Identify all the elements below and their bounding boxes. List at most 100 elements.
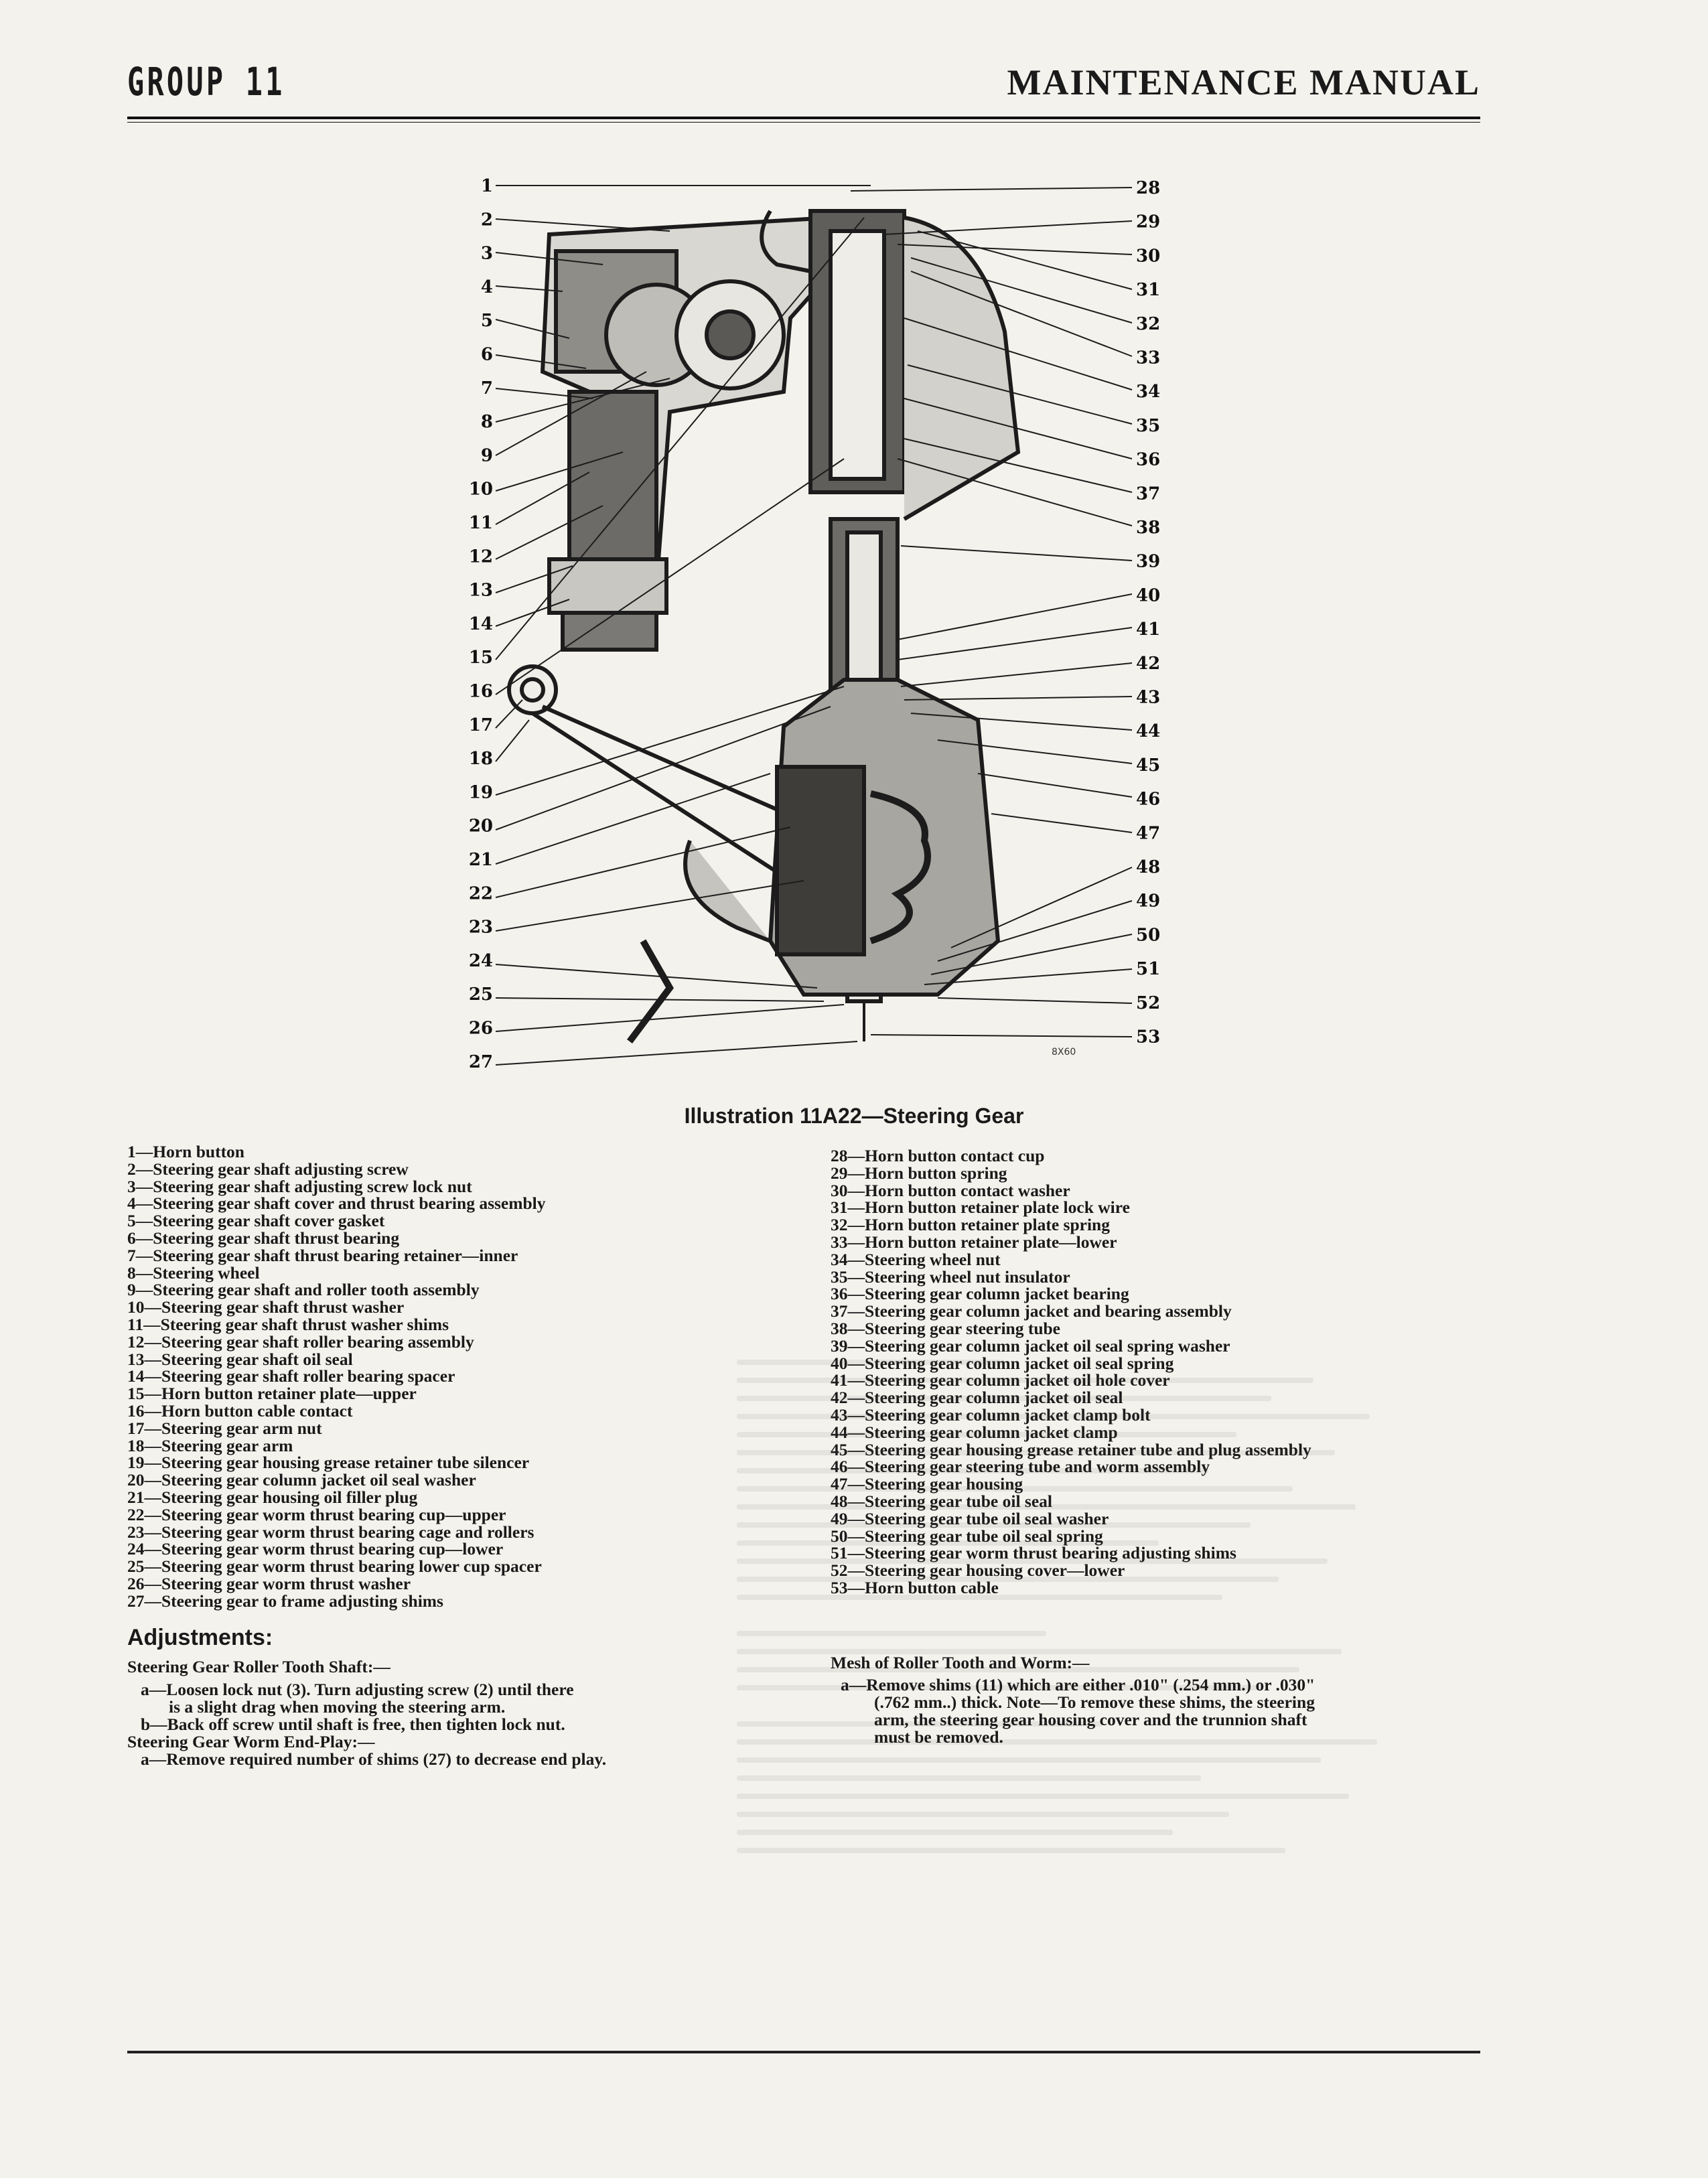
worm-step-a: a—Remove required number of shims (27) t… (141, 1749, 607, 1769)
part-item: 31—Horn button retainer plate lock wire (831, 1197, 1130, 1218)
part-item: 17—Steering gear arm nut (127, 1418, 322, 1438)
callout-number: 42 (1136, 654, 1160, 674)
callout-number: 30 (1136, 246, 1160, 266)
roller-tooth-subheading: Steering Gear Roller Tooth Shaft:— (127, 1657, 390, 1676)
callout-number: 16 (469, 682, 493, 702)
callout-number: 35 (1136, 416, 1160, 436)
part-item: 12—Steering gear shaft roller bearing as… (127, 1331, 474, 1352)
callout-number: 44 (1136, 721, 1160, 741)
part-item: 20—Steering gear column jacket oil seal … (127, 1470, 476, 1490)
footer-rule (127, 2051, 1480, 2053)
part-item: 23—Steering gear worm thrust bearing cag… (127, 1522, 535, 1542)
callout-number: 29 (1136, 212, 1160, 232)
callout-number: 14 (469, 614, 493, 634)
mesh-step-a-line3: arm, the steering gear housing cover and… (874, 1710, 1307, 1729)
callout-number: 27 (469, 1052, 493, 1072)
callout-number: 46 (1136, 790, 1160, 810)
callout-number: 7 (481, 378, 493, 398)
part-item: 25—Steering gear worm thrust bearing low… (127, 1556, 542, 1577)
part-item: 30—Horn button contact washer (831, 1180, 1070, 1200)
part-item: 49—Steering gear tube oil seal washer (831, 1508, 1109, 1528)
callout-number: 34 (1136, 382, 1160, 402)
callout-number: 45 (1136, 755, 1160, 776)
part-item: 39—Steering gear column jacket oil seal … (831, 1335, 1230, 1356)
part-item: 50—Steering gear tube oil seal spring (831, 1526, 1103, 1546)
mesh-step-a: a—Remove shims (11) which are either .01… (841, 1675, 1315, 1694)
callout-number: 37 (1136, 484, 1160, 504)
callout-number: 41 (1136, 620, 1160, 640)
part-item: 36—Steering gear column jacket bearing (831, 1284, 1129, 1304)
part-item: 11—Steering gear shaft thrust washer shi… (127, 1314, 449, 1334)
part-item: 16—Horn button cable contact (127, 1400, 353, 1421)
callout-number: 51 (1136, 959, 1160, 979)
part-item: 13—Steering gear shaft oil seal (127, 1349, 353, 1369)
part-item: 22—Steering gear worm thrust bearing cup… (127, 1504, 506, 1524)
callout-number: 3 (481, 244, 493, 264)
callout-number: 11 (469, 513, 493, 533)
figure-caption: Illustration 11A22—Steering Gear (684, 1104, 1024, 1128)
callout-number: 25 (469, 985, 493, 1005)
callout-number: 19 (469, 782, 493, 802)
header-rule (127, 117, 1480, 123)
part-item: 40—Steering gear column jacket oil seal … (831, 1353, 1174, 1373)
part-item: 1—Horn button (127, 1142, 244, 1161)
part-item: 34—Steering wheel nut (831, 1249, 1001, 1269)
part-item: 53—Horn button cable (831, 1577, 999, 1597)
callout-number: 6 (481, 345, 493, 365)
part-item: 48—Steering gear tube oil seal (831, 1491, 1052, 1511)
callout-number: 12 (469, 547, 493, 567)
callout-number: 21 (469, 850, 493, 870)
callout-number: 26 (469, 1019, 493, 1039)
header-group: GROUP 11 (127, 59, 285, 104)
part-item: 52—Steering gear housing cover—lower (831, 1560, 1125, 1581)
mesh-step-a-line4: must be removed. (874, 1727, 1003, 1747)
callout-number: 5 (481, 311, 493, 331)
callout-number: 18 (469, 749, 493, 769)
header-title: MAINTENANCE MANUAL (1007, 62, 1480, 102)
mesh-step-a-line2: (.762 mm..) thick. Note—To remove these … (874, 1692, 1315, 1712)
callout-number: 43 (1136, 688, 1160, 708)
part-item: 43—Steering gear column jacket clamp bol… (831, 1406, 1311, 1424)
callout-number: 17 (469, 715, 493, 735)
part-item: 4—Steering gear shaft cover and thrust b… (127, 1193, 546, 1214)
part-item: 7—Steering gear shaft thrust bearing ret… (127, 1245, 518, 1265)
figure-code: 8X60 (1052, 1047, 1076, 1058)
callout-number: 36 (1136, 450, 1160, 470)
part-item: 32—Horn button retainer plate spring (831, 1215, 1110, 1235)
roller-step-a-cont: is a slight drag when moving the steerin… (169, 1697, 506, 1717)
part-item: 37—Steering gear column jacket and beari… (831, 1301, 1232, 1321)
part-item: 19—Steering gear housing grease retainer… (127, 1453, 530, 1473)
callout-number: 40 (1136, 585, 1160, 605)
part-item: 38—Steering gear steering tube (831, 1318, 1061, 1338)
callout-number: 33 (1136, 348, 1160, 368)
part-item: 21—Steering gear housing oil filler plug (127, 1487, 418, 1507)
part-item: 26—Steering gear worm thrust washer (127, 1573, 411, 1593)
part-item: 45—Steering gear housing grease retainer… (831, 1441, 1311, 1459)
roller-step-a: a—Loosen lock nut (3). Turn adjusting sc… (141, 1680, 574, 1699)
part-item: 28—Horn button contact cup (831, 1146, 1045, 1165)
part-item: 42—Steering gear column jacket oil seal (831, 1389, 1311, 1406)
bleed-through-text (737, 1360, 1440, 1962)
part-item: 5—Steering gear shaft cover gasket (127, 1211, 385, 1231)
part-item: 41—Steering gear column jacket oil hole … (831, 1372, 1311, 1389)
steering-gear-illustration: 1234567891011121314151617181920212223242… (469, 176, 1160, 1072)
part-item: 27—Steering gear to frame adjusting shim… (127, 1591, 443, 1611)
roller-step-b: b—Back off screw until shaft is free, th… (141, 1715, 565, 1734)
part-item: 10—Steering gear shaft thrust washer (127, 1297, 405, 1317)
worm-endplay-subheading: Steering Gear Worm End-Play:— (127, 1732, 375, 1751)
part-item: 15—Horn button retainer plate—upper (127, 1384, 417, 1404)
adjustments-heading: Adjustments: (127, 1625, 273, 1650)
callout-number: 31 (1136, 280, 1160, 300)
part-item: 3—Steering gear shaft adjusting screw lo… (127, 1176, 472, 1196)
callout-number: 22 (469, 883, 493, 903)
part-item: 44—Steering gear column jacket clamp (831, 1423, 1311, 1441)
part-item: 14—Steering gear shaft roller bearing sp… (127, 1366, 455, 1386)
callout-number: 52 (1136, 993, 1160, 1013)
callout-number: 9 (481, 445, 493, 465)
part-item: 35—Steering wheel nut insulator (831, 1266, 1070, 1287)
part-item: 51—Steering gear worm thrust bearing adj… (831, 1543, 1236, 1563)
callout-number: 13 (469, 581, 493, 601)
callout-number: 47 (1136, 823, 1160, 843)
